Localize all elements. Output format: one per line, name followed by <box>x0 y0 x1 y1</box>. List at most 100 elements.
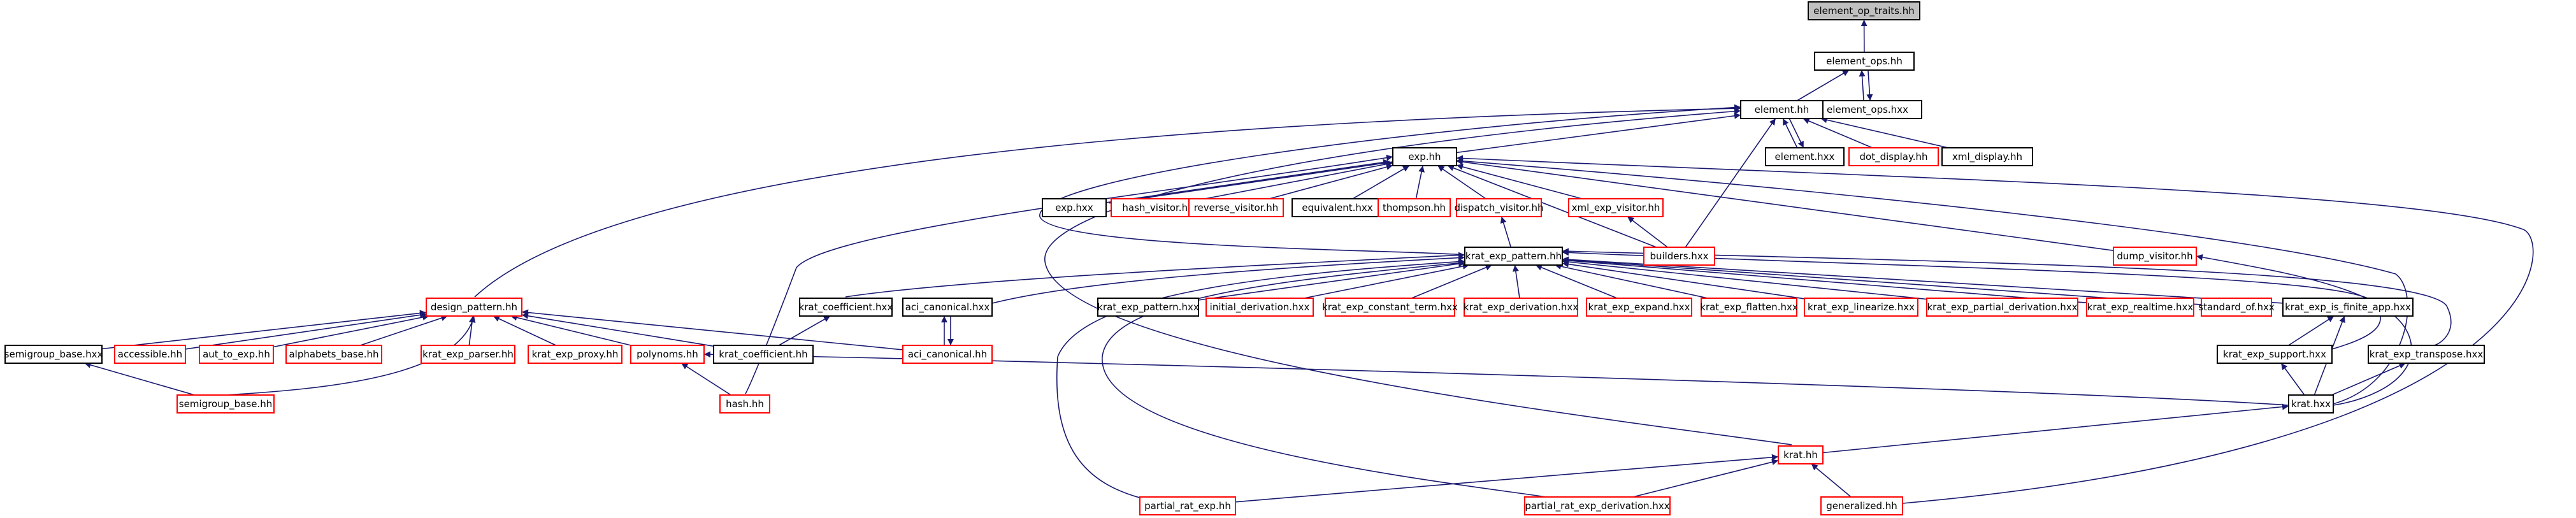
file-node-box <box>1848 147 1939 166</box>
file-node-label: dispatch_visitor.hh <box>1454 202 1543 214</box>
file-node-label: equivalent.hxx <box>1302 202 1372 213</box>
edge-n17-n36 <box>1535 264 1618 299</box>
file-node-label: dot_display.hh <box>1860 151 1928 163</box>
file-node-box <box>2201 298 2272 317</box>
file-node-n14[interactable]: xml_exp_visitor.hh <box>1568 198 1664 217</box>
file-node-n11[interactable]: equivalent.hxx <box>1292 198 1383 217</box>
file-node-n34[interactable]: krat_exp_constant_term.hxx <box>1322 298 1458 317</box>
edge-n3-n7 <box>1456 112 1741 154</box>
file-node-n16[interactable]: dump_visitor.hh <box>2113 247 2197 266</box>
file-node-box <box>1926 298 2078 317</box>
file-node-label: aci_canonical.hh <box>908 349 987 361</box>
file-node-n5[interactable]: dot_display.hh <box>1848 147 1939 166</box>
file-node-label: krat_exp_realtime.hxx <box>2087 301 2194 313</box>
file-node-n26[interactable]: krat_coefficient.hh <box>713 345 814 364</box>
file-node-box <box>426 298 522 317</box>
file-node-n28[interactable]: aci_canonical.hxx <box>902 298 993 317</box>
file-node-label: krat_exp_flatten.hxx <box>1700 301 1798 313</box>
file-node-n41[interactable]: standard_of.hxx <box>2198 298 2275 317</box>
file-node-n0[interactable]: element_op_traits.hh <box>1808 1 1920 20</box>
file-node-n22[interactable]: alphabets_base.hh <box>285 345 382 364</box>
file-node-n3[interactable]: element.hh <box>1740 100 1824 119</box>
edge-n7-n8 <box>1102 159 1390 204</box>
file-node-n46[interactable]: krat.hh <box>1778 445 1824 464</box>
file-node-label: element_ops.hh <box>1826 55 1903 68</box>
file-node-n2[interactable]: element_ops.hxx <box>1813 100 1922 119</box>
file-node-n37[interactable]: krat_exp_flatten.hxx <box>1700 298 1798 317</box>
edge-n14-n15 <box>1627 216 1668 248</box>
file-node-n33[interactable]: initial_derivation.hxx <box>1205 298 1314 317</box>
file-node-n17[interactable]: krat_exp_pattern.hh <box>1464 247 1563 266</box>
file-node-n27[interactable]: krat_coefficient.hxx <box>799 298 893 317</box>
edge-n46-n47 <box>1235 454 1779 503</box>
edge-n17-n34 <box>1411 264 1492 299</box>
file-node-n49[interactable]: generalized.hh <box>1820 496 1903 515</box>
edge-n18-n20 <box>185 312 427 350</box>
file-node-label: krat_exp_transpose.hxx <box>2370 349 2484 361</box>
file-node-box <box>2086 298 2194 317</box>
edge-n19-n30 <box>84 361 195 396</box>
file-node-n12[interactable]: thompson.hh <box>1378 198 1451 217</box>
file-node-box <box>1804 298 1918 317</box>
file-node-n10[interactable]: reverse_visitor.hh <box>1188 198 1284 217</box>
file-node-box <box>4 345 103 364</box>
file-node-n45[interactable]: krat.hxx <box>2288 394 2334 414</box>
file-node-n25[interactable]: polynoms.hh <box>630 345 705 364</box>
file-node-box <box>528 345 622 364</box>
file-node-n23[interactable]: krat_exp_parser.hh <box>421 345 515 364</box>
edge-n7-n15 <box>1447 164 1657 248</box>
file-node-n38[interactable]: krat_exp_linearize.hxx <box>1804 298 1918 317</box>
file-node-n31[interactable]: hash.hh <box>719 394 770 414</box>
edge-n7-n13 <box>1437 165 1486 199</box>
file-node-box <box>902 298 993 317</box>
edge-n17-n41 <box>1562 257 2202 305</box>
edge-n3-n18 <box>474 105 1741 298</box>
file-node-label: semigroup_base.hxx <box>4 349 103 361</box>
file-node-n24[interactable]: krat_exp_proxy.hh <box>528 345 622 364</box>
file-node-box <box>1586 298 1692 317</box>
edge-n3-n15 <box>1685 118 1776 248</box>
file-node-n30[interactable]: semigroup_base.hh <box>176 394 275 414</box>
edge-n44-n45 <box>2331 363 2406 396</box>
file-node-n44[interactable]: krat_exp_transpose.hxx <box>2368 345 2485 364</box>
file-node-label: exp.hh <box>1408 151 1441 162</box>
file-node-label: krat.hh <box>1783 449 1818 461</box>
file-node-n8[interactable]: exp.hxx <box>1042 198 1107 217</box>
file-node-box <box>713 345 814 364</box>
edge-n17-n48 <box>1102 259 1555 499</box>
file-node-label: accessible.hh <box>118 349 182 360</box>
file-node-box <box>902 345 993 364</box>
file-node-n42[interactable]: krat_exp_is_finite_app.hxx <box>2282 298 2414 317</box>
file-node-label: aci_canonical.hxx <box>905 301 990 313</box>
file-node-n21[interactable]: aut_to_exp.hh <box>199 345 274 364</box>
file-node-n36[interactable]: krat_exp_expand.hxx <box>1586 298 1692 317</box>
file-node-label: generalized.hh <box>1826 500 1897 512</box>
file-node-n15[interactable]: builders.hxx <box>1643 247 1715 266</box>
file-node-n13[interactable]: dispatch_visitor.hh <box>1454 198 1544 217</box>
edge-n18-n24 <box>493 315 556 346</box>
file-node-n29[interactable]: aci_canonical.hh <box>902 345 993 364</box>
file-node-n19[interactable]: semigroup_base.hxx <box>4 345 103 364</box>
file-node-n48[interactable]: partial_rat_exp_derivation.hxx <box>1524 496 1671 515</box>
file-node-n18[interactable]: design_pattern.hh <box>426 298 522 317</box>
file-node-n7[interactable]: exp.hh <box>1392 147 1457 166</box>
file-node-n32[interactable]: krat_exp_pattern.hxx <box>1097 298 1199 317</box>
file-node-n39[interactable]: krat_exp_partial_derivation.hxx <box>1926 298 2078 317</box>
file-node-n4[interactable]: element.hxx <box>1765 147 1845 166</box>
edge-n43-n45 <box>2280 363 2305 396</box>
file-node-n6[interactable]: xml_display.hh <box>1941 147 2033 166</box>
file-node-label: krat_exp_is_finite_app.hxx <box>2285 301 2411 313</box>
file-node-n47[interactable]: partial_rat_exp.hh <box>1139 496 1236 515</box>
file-node-box <box>1765 147 1845 166</box>
edge-n46-n48 <box>1632 459 1779 498</box>
file-node-n1[interactable]: element_ops.hh <box>1814 52 1915 71</box>
edge-n18-n29 <box>521 309 903 350</box>
file-node-n40[interactable]: krat_exp_realtime.hxx <box>2086 298 2194 317</box>
edge-n13-n17 <box>1500 216 1512 248</box>
file-node-box <box>1205 298 1314 317</box>
file-node-n43[interactable]: krat_exp_support.hxx <box>2217 345 2333 364</box>
file-node-n35[interactable]: krat_exp_derivation.hxx <box>1464 298 1578 317</box>
edge-n3-n4 <box>1782 118 1798 148</box>
file-node-box <box>2288 394 2334 414</box>
file-node-n20[interactable]: accessible.hh <box>114 345 186 364</box>
